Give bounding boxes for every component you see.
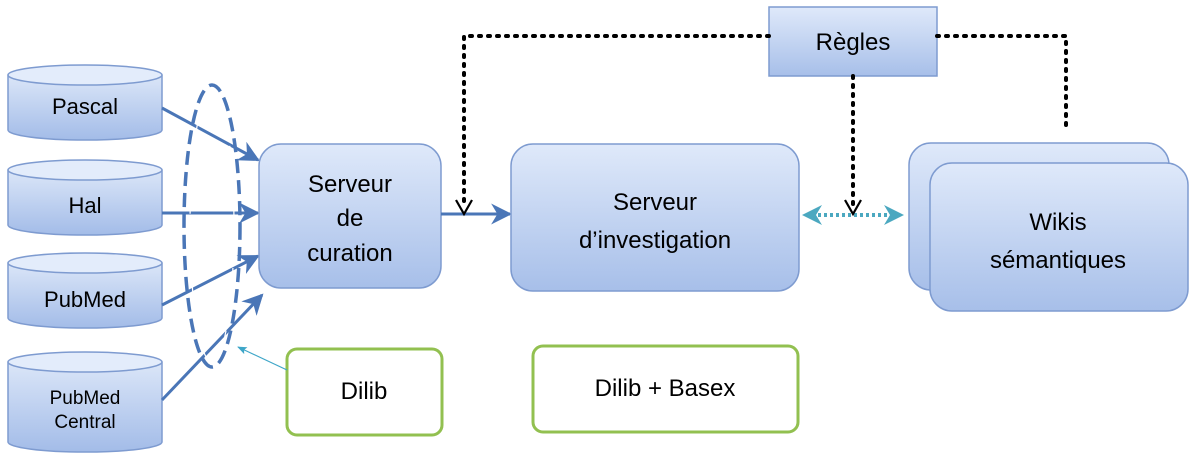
source-db-pubmed: PubMed (7, 252, 163, 329)
source-db-pascal: Pascal (7, 64, 163, 141)
wikis-line2: sémantiques (990, 247, 1126, 274)
source-db-hal: Hal (7, 159, 163, 236)
arrow-dilib-to-group (237, 346, 288, 371)
source-label-pubmed-central-line1: PubMed (50, 388, 121, 409)
dilib-group-ellipse (182, 83, 242, 369)
curation-server-line1: Serveur (308, 171, 392, 198)
rules-connectors (462, 34, 1068, 210)
dilib-label: Dilib (341, 378, 388, 405)
dilib-basex-box: Dilib + Basex (531, 344, 800, 434)
source-label-pubmed-central-line2: Central (54, 412, 115, 433)
wikis-line1: Wikis (1029, 209, 1086, 236)
dotted-rules-to-wikis (935, 34, 1068, 130)
source-label-pascal: Pascal (52, 94, 118, 119)
source-label-hal: Hal (68, 193, 101, 218)
investigation-server-line2: d’investigation (579, 227, 731, 254)
rules-label: Règles (816, 29, 891, 56)
dotted-arrowhead-link (844, 199, 862, 217)
semantic-wikis-stack: Wikis sémantiques (908, 142, 1189, 312)
source-arrows (160, 106, 264, 402)
source-label-pubmed: PubMed (44, 287, 126, 312)
arrow-pubmed-to-curation (161, 254, 260, 307)
dilib-basex-label: Dilib + Basex (595, 375, 736, 402)
dotted-arrowhead-curation (455, 199, 473, 217)
arrow-pascal-to-curation (161, 106, 260, 162)
dilib-box: Dilib (285, 347, 444, 437)
curation-server-line2: de (337, 205, 364, 232)
investigation-server-box: Serveur d’investigation (510, 143, 800, 292)
arrow-pubmedcentral-to-curation (160, 293, 264, 402)
curation-server-line3: curation (307, 240, 392, 267)
rules-box: Règles (768, 6, 938, 77)
dotted-rules-to-curation (462, 34, 771, 210)
curation-server-box: Serveur de curation (258, 143, 442, 289)
source-db-pubmed-central: PubMed Central (7, 351, 163, 453)
investigation-server-line1: Serveur (613, 189, 697, 216)
